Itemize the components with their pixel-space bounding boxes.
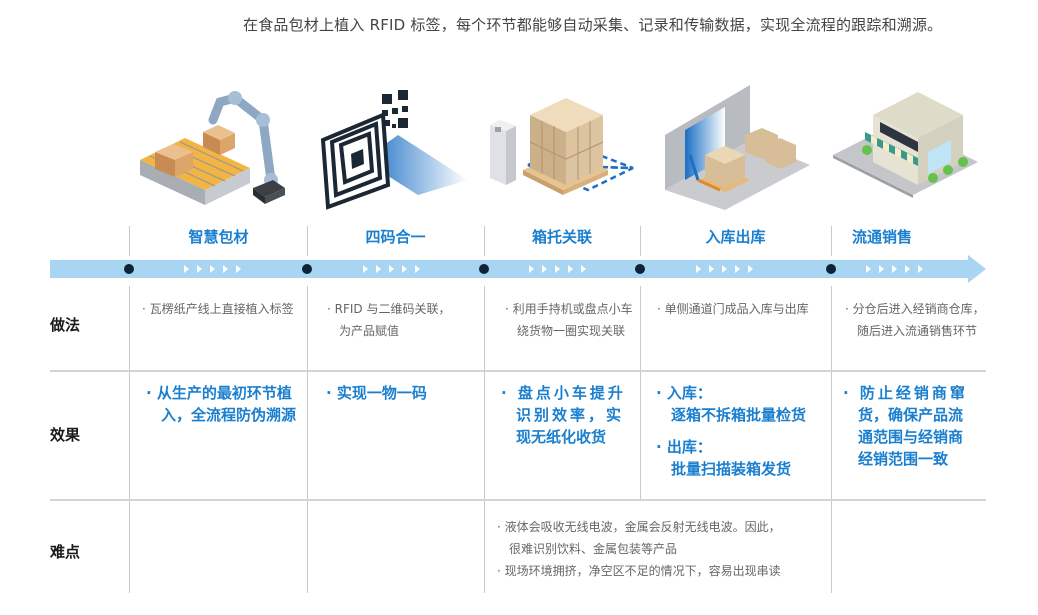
row-label-method: 做法 <box>50 316 81 334</box>
chevron-right-icon <box>223 265 228 273</box>
row-label-difficulty: 难点 <box>50 543 81 561</box>
grid-divider <box>831 226 832 256</box>
chevron-right-icon <box>696 265 701 273</box>
stage-title-four-code-unification: 四码合一 <box>365 228 426 246</box>
chevron-right-icon <box>210 265 215 273</box>
timeline-arrow-icon <box>968 255 986 283</box>
chevron-right-icon <box>918 265 923 273</box>
timeline-node <box>826 264 836 274</box>
grid-divider <box>307 226 308 256</box>
grid-divider <box>484 286 485 593</box>
timeline-node <box>635 264 645 274</box>
chevron-right-icon <box>363 265 368 273</box>
flow-chevrons <box>363 265 420 273</box>
row-label-effect: 效果 <box>50 426 81 444</box>
chevron-right-icon <box>568 265 573 273</box>
method-cell-box-pallet: · 利用手持机或盘点小车 绕货物一圈实现关联 <box>505 302 633 338</box>
robot-arm-conveyor-icon <box>135 80 285 210</box>
chevron-right-icon <box>542 265 547 273</box>
intro-text: 在食品包材上植入 RFID 标签，每个环节都能够自动采集、记录和传输数据，实现全… <box>243 16 943 34</box>
method-cell-four-code: · RFID 与二维码关联， 为产品赋值 <box>327 302 451 338</box>
chevron-right-icon <box>879 265 884 273</box>
row-divider <box>50 499 986 501</box>
grid-divider <box>129 226 130 256</box>
chevron-right-icon <box>709 265 714 273</box>
chevron-right-icon <box>389 265 394 273</box>
effect-cell-distribution: · 防止经销商窜 货，确保产品流 通范围与经销商 经销范围一致 <box>843 384 968 468</box>
chevron-right-icon <box>735 265 740 273</box>
chevron-right-icon <box>892 265 897 273</box>
rfid-tag-qr-code-icon <box>318 80 470 210</box>
chevron-right-icon <box>402 265 407 273</box>
chevron-right-icon <box>376 265 381 273</box>
timeline-node <box>479 264 489 274</box>
stage-title-distribution-sales: 流通销售 <box>851 228 912 246</box>
row-divider <box>50 370 986 372</box>
chevron-right-icon <box>581 265 586 273</box>
timeline-node <box>124 264 134 274</box>
grid-divider <box>831 286 832 593</box>
stage-title-inbound-outbound: 入库出库 <box>705 228 766 246</box>
method-cell-smart-packaging: · 瓦楞纸产线上直接植入标签 <box>142 302 294 316</box>
effect-cell-inbound-outbound: · 入库： 逐箱不拆箱批量检货 · 出库： 批量扫描装箱发货 <box>656 384 807 478</box>
chevron-right-icon <box>555 265 560 273</box>
flow-chevrons <box>529 265 586 273</box>
flow-chevrons <box>696 265 753 273</box>
stage-title-smart-packaging: 智慧包材 <box>188 228 249 246</box>
grid-divider <box>307 286 308 593</box>
method-cell-distribution: · 分仓后进入经销商仓库， 随后进入流通销售环节 <box>845 302 985 338</box>
chevron-right-icon <box>866 265 871 273</box>
retail-store-icon <box>833 80 983 210</box>
effect-cell-four-code: · 实现一物一码 <box>326 384 427 402</box>
chevron-right-icon <box>236 265 241 273</box>
effect-cell-smart-packaging: · 从生产的最初环节植 入，全流程防伪溯源 <box>146 384 297 424</box>
flow-chevrons <box>184 265 241 273</box>
grid-divider <box>640 226 641 256</box>
timeline-bar <box>50 260 970 278</box>
chevron-right-icon <box>722 265 727 273</box>
chevron-right-icon <box>748 265 753 273</box>
timeline-node <box>302 264 312 274</box>
difficulty-cell-box-pallet-inbound: · 液体会吸收无线电波，金属会反射无线电波。因此， 很难识别饮料、金属包装等产品… <box>497 520 781 578</box>
method-cell-inbound-outbound: · 单侧通道门成品入库与出库 <box>657 302 809 316</box>
grid-divider <box>484 226 485 256</box>
grid-divider <box>640 286 641 501</box>
chevron-right-icon <box>184 265 189 273</box>
stage-title-box-pallet-association: 箱托关联 <box>531 228 592 246</box>
warehouse-dock-pallet-jack-icon <box>660 80 820 210</box>
chevron-right-icon <box>529 265 534 273</box>
pallet-boxes-reader-icon <box>488 80 638 210</box>
chevron-right-icon <box>905 265 910 273</box>
flow-chevrons <box>866 265 923 273</box>
grid-divider <box>129 286 130 593</box>
chevron-right-icon <box>197 265 202 273</box>
chevron-right-icon <box>415 265 420 273</box>
effect-cell-box-pallet: · 盘点小车提升 识别效率，实 现无纸化收货 <box>501 384 626 446</box>
